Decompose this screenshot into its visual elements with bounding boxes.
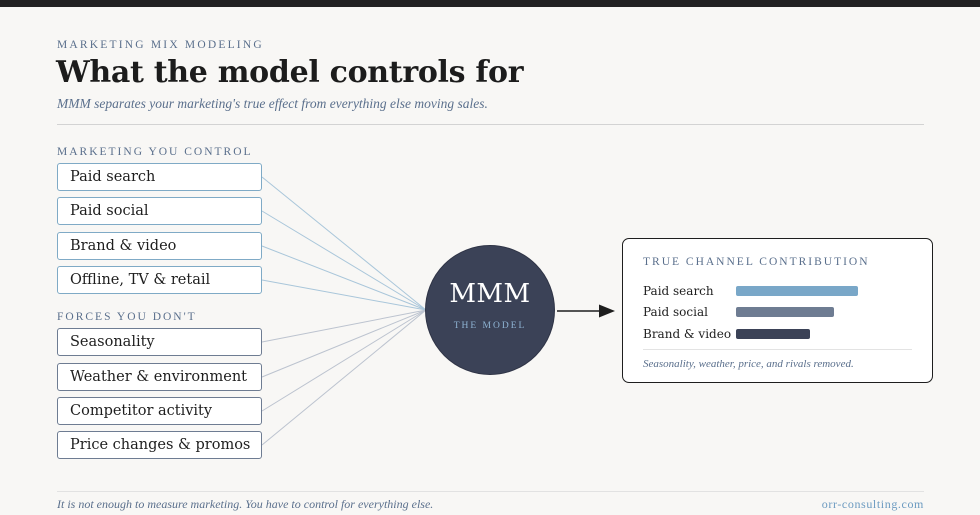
output-panel: TRUE CHANNEL CONTRIBUTION Paid search Pa…	[622, 238, 933, 383]
footer-link[interactable]: orr-consulting.com	[821, 497, 924, 511]
output-bar-brand-video	[736, 329, 810, 339]
input-seasonality: Seasonality	[57, 328, 262, 356]
connector-force-3	[261, 309, 427, 446]
input-weather-environment: Weather & environment	[57, 363, 262, 391]
footer-divider	[57, 491, 924, 492]
input-offline-tv-retail: Offline, TV & retail	[57, 266, 262, 294]
model-node: MMM THE MODEL	[425, 245, 555, 375]
output-bar-paid-social	[736, 307, 834, 317]
output-label-paid-search: Paid search	[643, 284, 714, 298]
input-competitor-activity: Competitor activity	[57, 397, 262, 425]
control-section-label: MARKETING YOU CONTROL	[57, 146, 253, 158]
page-subtitle: MMM separates your marketing's true effe…	[57, 96, 488, 111]
forces-section-label: FORCES YOU DON'T	[57, 311, 197, 323]
footer-tagline: It is not enough to measure marketing. Y…	[57, 497, 434, 511]
output-panel-title: TRUE CHANNEL CONTRIBUTION	[643, 256, 870, 268]
input-paid-social: Paid social	[57, 197, 262, 225]
page-title: What the model controls for	[56, 55, 524, 90]
header-divider	[57, 124, 924, 125]
output-panel-divider	[643, 349, 912, 350]
connector-force-1	[261, 309, 427, 378]
output-label-brand-video: Brand & video	[643, 327, 732, 341]
model-title: MMM	[449, 279, 531, 309]
output-label-paid-social: Paid social	[643, 305, 708, 319]
connector-force-2	[261, 309, 427, 412]
input-price-changes-promos: Price changes & promos	[57, 431, 262, 459]
top-bar	[0, 0, 980, 7]
connector-control-1	[261, 210, 427, 311]
connector-control-2	[261, 245, 427, 311]
input-brand-video: Brand & video	[57, 232, 262, 260]
connector-force-0	[261, 309, 427, 343]
model-subtitle: THE MODEL	[453, 321, 527, 331]
connector-control-0	[261, 176, 427, 311]
eyebrow: MARKETING MIX MODELING	[57, 39, 264, 51]
arrow-head-icon	[599, 304, 615, 318]
input-paid-search: Paid search	[57, 163, 262, 191]
output-panel-note: Seasonality, weather, price, and rivals …	[643, 358, 854, 370]
connector-control-3	[261, 279, 427, 311]
output-bar-paid-search	[736, 286, 858, 296]
